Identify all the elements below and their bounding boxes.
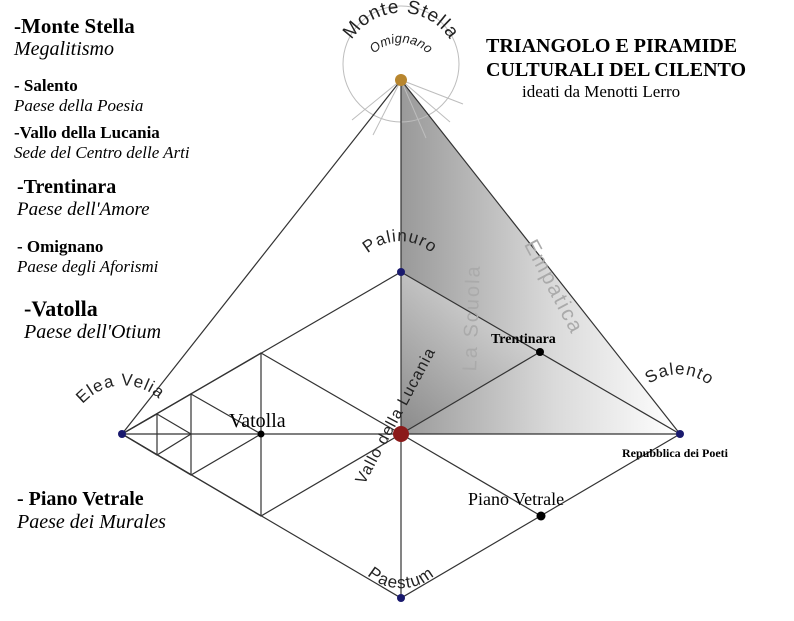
legend-vallo: -Vallo della Lucania Sede del Centro del… — [14, 123, 190, 162]
node-elea — [118, 430, 126, 438]
title-block: TRIANGOLO E PIRAMIDE CULTURALI DEL CILEN… — [486, 34, 746, 102]
legend-place: -Vallo della Lucania — [14, 123, 160, 142]
apex-sublabel: Omignano — [366, 30, 435, 56]
apex-halo — [342, 5, 464, 139]
legend-place: - Salento — [14, 76, 78, 95]
title-line-2: CULTURALI DEL CILENTO — [486, 59, 747, 81]
edge-trentinara-center — [400, 351, 541, 435]
edge-center-piano — [400, 433, 542, 517]
node-center — [393, 426, 409, 442]
legend-trentinara: -Trentinara Paese dell'Amore — [17, 176, 150, 221]
label-piano: Piano Vetrale — [468, 489, 564, 509]
node-palinuro — [397, 268, 405, 276]
legend-omignano: - Omignano Paese degli Aforismi — [17, 237, 158, 276]
legend-salento: - Salento Paese della Poesia — [14, 76, 143, 115]
legend-place: -Trentinara — [17, 176, 117, 198]
label-vatolla: Vatolla — [229, 410, 286, 432]
node-trentinara — [536, 348, 544, 356]
title-line-1: TRIANGOLO E PIRAMIDE — [486, 35, 738, 57]
node-vatolla — [257, 430, 265, 438]
apex-node — [395, 74, 407, 86]
legend-piano-vetrale: - Piano Vetrale Paese dei Murales — [17, 488, 166, 534]
legend-place: -Monte Stella — [14, 14, 135, 38]
node-piano — [536, 511, 546, 521]
legend-vatolla: -Vatolla Paese dell'Otium — [24, 296, 161, 344]
legend-monte-stella: -Monte Stella Megalitismo — [14, 14, 135, 61]
legend-desc: Paese degli Aforismi — [17, 256, 159, 276]
legend-place: - Piano Vetrale — [17, 488, 144, 510]
label-elea: Elea Velia — [72, 370, 169, 407]
edge-apex-salento — [400, 79, 681, 435]
label-scuola: La Scuola — [459, 264, 485, 372]
legend-desc: Paese dell'Amore — [17, 199, 150, 220]
legend-desc: Megalitismo — [14, 38, 114, 61]
label-repubblica: Repubblica dei Poeti — [622, 446, 729, 460]
node-paestum — [397, 594, 405, 602]
node-salento — [676, 430, 684, 438]
legend-place: -Vatolla — [24, 296, 98, 321]
legend-desc: Paese dei Murales — [17, 511, 166, 533]
edge-apex-elea — [121, 79, 402, 435]
subtitle: ideati da Menotti Lerro — [522, 82, 681, 101]
legend-desc: Paese della Poesia — [14, 95, 144, 115]
legend-desc: Sede del Centro delle Arti — [14, 142, 190, 162]
legend-desc: Paese dell'Otium — [24, 321, 162, 344]
label-salento: Salento — [642, 359, 718, 389]
legend-place: - Omignano — [17, 237, 104, 256]
label-trentinara: Trentinara — [491, 332, 556, 347]
shaded-face-inner — [401, 272, 540, 434]
